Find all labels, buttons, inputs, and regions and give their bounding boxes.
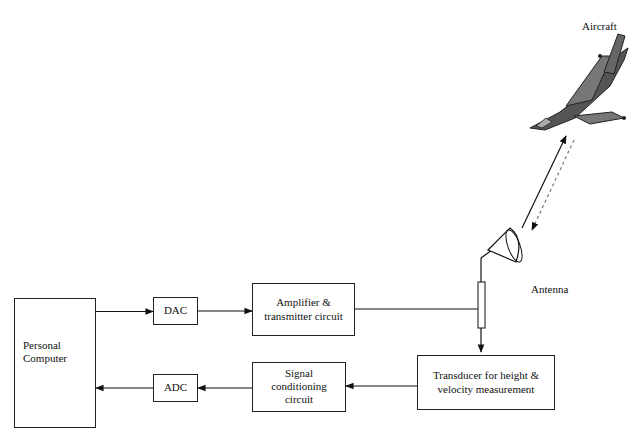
conditioning-box: Signal conditioning circuit (252, 362, 346, 412)
transmit-beam (522, 136, 566, 228)
transmitter-box: Amplifier & transmitter circuit (252, 283, 355, 336)
signal-arrow (198, 310, 252, 311)
receive-wire (480, 328, 481, 352)
aircraft-label: Aircraft (582, 20, 617, 32)
box-label: DAC (164, 304, 187, 317)
dac-box: DAC (153, 297, 198, 325)
transmit-wire (355, 296, 481, 309)
transducer-box: Transducer for height & velocity measure… (417, 355, 555, 410)
duplexer (478, 282, 485, 328)
signal-arrow (346, 385, 417, 386)
antenna-feed (480, 258, 481, 282)
computer-box: Personal Computer (14, 298, 96, 428)
adc-box: ADC (153, 374, 198, 402)
box-label: Signal conditioning circuit (259, 367, 339, 407)
box-label: Transducer for height & velocity measure… (424, 369, 548, 395)
echo-beam (532, 140, 574, 230)
antenna-rim (503, 228, 526, 264)
signal-arrow (96, 311, 153, 312)
box-label: ADC (164, 381, 187, 394)
box-label: Personal Computer (23, 339, 89, 365)
aircraft (530, 34, 628, 130)
signal-arrow (198, 387, 252, 388)
signal-arrow (96, 387, 153, 388)
antenna-label: Antenna (531, 283, 568, 295)
box-label: Amplifier & transmitter circuit (259, 296, 348, 322)
